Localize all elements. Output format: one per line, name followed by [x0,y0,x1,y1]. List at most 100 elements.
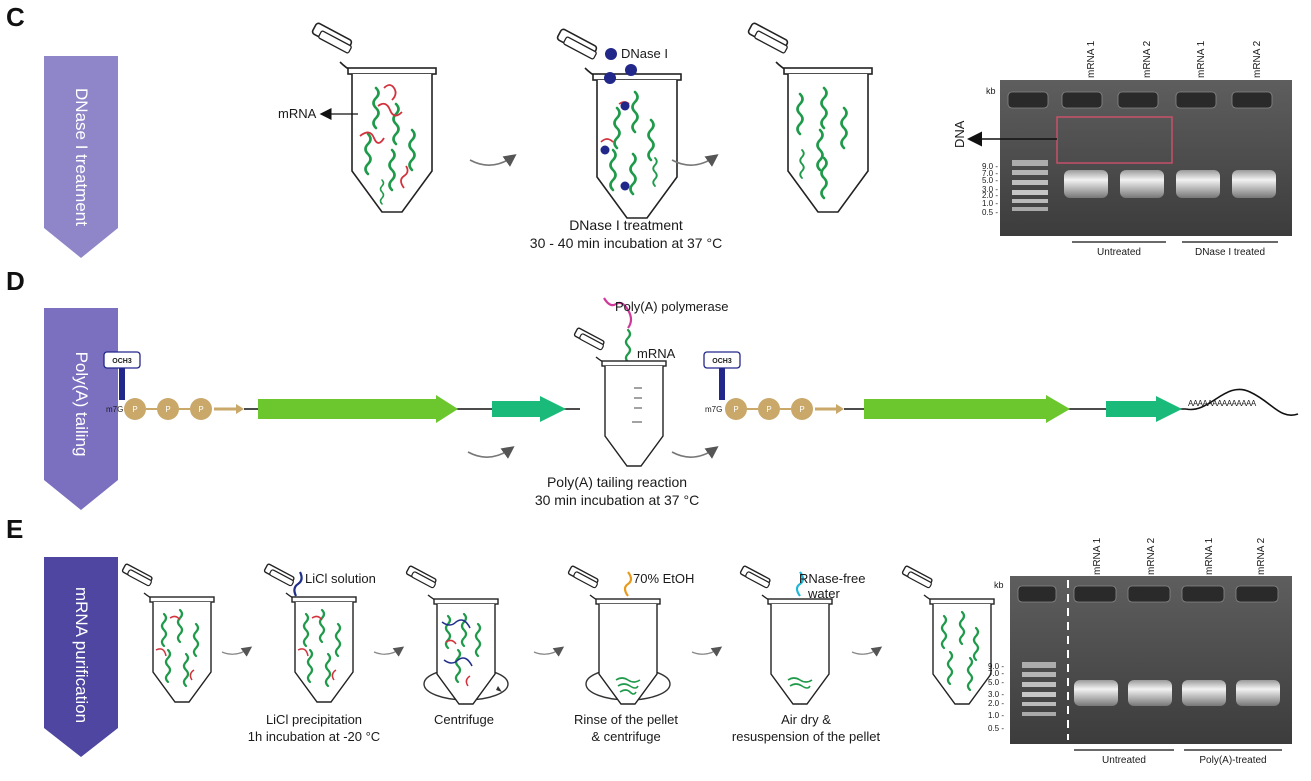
polymerase-strand [603,297,633,329]
dnase-enzyme [605,48,617,60]
panel-d-letter: D [6,266,25,296]
panel-d-chevron [44,308,118,510]
phosphate-label: P [799,405,804,414]
gel-e-image [1010,576,1292,744]
licl-strand [293,571,303,597]
step-arrow [469,154,517,167]
dnase-enzyme [604,72,616,84]
gel-e-lane-label: mRNA 1 [1092,537,1103,575]
och3-label: OCH3 [112,358,132,365]
utr-arrow [492,396,566,422]
mrna-construct-after: OCH3 m7G P P P AAAAAAAAAAAAAA [703,351,1299,423]
gel-c: DNA kb 9.0 -7.0 -5.0 -3.0 -2.0 -1.0 -0.5… [952,40,1292,258]
gel-c-kb-label: kb [986,86,996,96]
och3-label: OCH3 [712,358,732,365]
gel-c-lane-label: mRNA 2 [1252,40,1263,78]
panel-c-chevron [44,56,118,258]
panel-e-caption-4b: resuspension of the pellet [732,729,881,744]
tube-centrifuge [405,564,499,705]
panel-e-caption-3b: & centrifuge [591,729,660,744]
gel-c-ladder-label: 7.0 - [982,169,998,178]
gel-e-ladder-label: 2.0 - [988,699,1004,708]
polymerase-label: Poly(A) polymerase [615,299,728,314]
gel-e-kb-label: kb [994,580,1004,590]
step-arrow [691,646,723,657]
phosphate-label: P [766,405,771,414]
panel-e-caption-3a: Rinse of the pellet [574,712,678,727]
gel-e-ladder-labels: 9.0 -7.0 -5.0 -3.0 -2.0 -1.0 -0.5 - [988,662,1004,733]
coding-region-arrow [864,395,1070,423]
panel-c-caption-2: 30 - 40 min incubation at 37 °C [530,235,722,251]
panel-c: C DNase I treatment mRNA [6,2,1292,258]
gel-e-ladder-label: 5.0 - [988,678,1004,687]
gel-c-group-dnase: DNase I treated [1195,247,1265,258]
gel-c-lane-label: mRNA 2 [1142,40,1153,78]
panel-d-mrna-label: mRNA [637,346,676,361]
panel-e: E mRNA purification [6,514,1292,766]
phosphate-label: P [733,405,738,414]
panel-d: D Poly(A) tailing OCH3 m7G P P P Poly(A) [6,266,1299,510]
dnase-enzyme [625,64,637,76]
gel-e-lane-label: mRNA 1 [1204,537,1215,575]
panel-e-chevron-label: mRNA purification [72,587,91,723]
gel-e-lane-label: mRNA 2 [1146,537,1157,575]
gel-c-group-untreated: Untreated [1097,247,1141,258]
coding-region-arrow [258,395,458,423]
step-arrow [671,154,719,167]
phosphate-label: P [132,405,137,414]
panel-c-chevron-label: DNase I treatment [72,88,91,226]
etoh-strand [623,571,633,597]
mrna-pointer-label: mRNA [278,106,317,121]
tube-e-final [901,564,995,705]
step-arrow [467,446,515,459]
gel-c-lane-labels: mRNA 1 mRNA 2 mRNA 1 mRNA 2 [1086,40,1263,78]
phosphate-label: P [198,405,203,414]
panel-e-caption-4a: Air dry & [781,712,831,727]
step-arrow [373,646,405,657]
tube-air-dry [739,564,833,705]
step-arrow [221,646,253,657]
gel-c-ladder-label: 1.0 - [982,199,998,208]
step-arrow [533,646,565,657]
water-strand [795,571,805,597]
panel-e-caption-1a: LiCl precipitation [266,712,362,727]
panel-e-caption-1b: 1h incubation at -20 °C [248,729,380,744]
gel-c-dna-label: DNA [952,120,967,148]
gel-e-ladder-label: 1.0 - [988,711,1004,720]
tube-dnase [555,27,682,219]
step-arrow [671,446,719,459]
tube-mrna-with-dna [310,21,437,213]
water-label-1: RNase-free [799,571,865,586]
gel-c-ladder-label: 5.0 - [982,176,998,185]
panel-c-caption-1: DNase I treatment [569,217,683,233]
gel-c-ladder-label: 2.0 - [982,191,998,200]
dnase-label: DNase I [621,46,668,61]
gel-e-group-polya: Poly(A)-treated [1199,755,1266,766]
gel-e-ladder-label: 3.0 - [988,690,1004,699]
tube-e-start [121,562,215,703]
phosphate-label: P [165,405,170,414]
tube-polya [573,326,667,467]
panel-d-caption-1: Poly(A) tailing reaction [547,474,687,490]
water-label-2: water [807,586,840,601]
panel-e-letter: E [6,514,23,544]
utr-arrow [1106,396,1182,422]
gel-c-ladder-labels: 9.0 -7.0 -5.0 -3.0 -2.0 -1.0 -0.5 - [982,162,998,217]
gel-e-ladder-label: 9.0 - [988,662,1004,671]
licl-label: LiCl solution [305,571,376,586]
gel-e-lane-label: mRNA 2 [1256,537,1267,575]
polya-tail-line [1185,388,1299,416]
tube-licl [263,562,357,703]
gel-e: kb 9.0 -7.0 -5.0 -3.0 -2.0 -1.0 -0.5 - m… [988,537,1292,766]
gel-c-lane-label: mRNA 1 [1086,40,1097,78]
gel-c-lane-label: mRNA 1 [1196,40,1207,78]
panel-d-chevron-label: Poly(A) tailing [72,352,91,457]
panel-d-caption-2: 30 min incubation at 37 °C [535,492,699,508]
tube-rinse [567,564,661,705]
gel-e-lane-labels: mRNA 1 mRNA 2 mRNA 1 mRNA 2 [1092,537,1267,575]
panel-c-letter: C [6,2,25,32]
gel-dna-highlight-box [1056,116,1173,164]
mrna-construct-before: OCH3 m7G P P P [103,351,580,423]
etoh-label: 70% EtOH [633,571,694,586]
